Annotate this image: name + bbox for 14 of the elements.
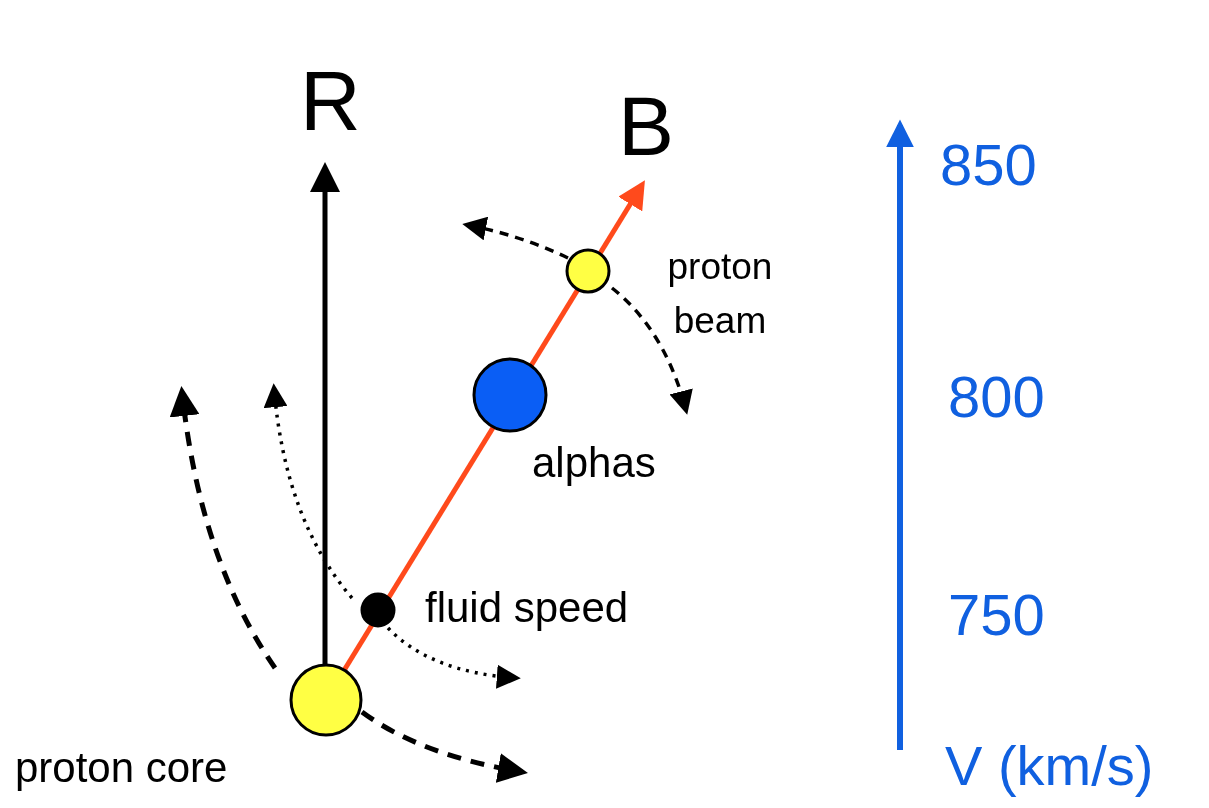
- tick-label: 750: [948, 583, 1045, 647]
- particle-label: alphas: [532, 440, 656, 487]
- vector-label: B: [618, 80, 675, 173]
- axis-label: V (km/s): [945, 735, 1154, 797]
- tick-label: 850: [940, 133, 1037, 197]
- particle-label: fluid speed: [425, 585, 629, 632]
- particle-label: proton beam: [666, 245, 774, 343]
- fluid-speed-dot: [360, 592, 396, 628]
- alphas-circle: [472, 357, 548, 433]
- proton-beam-circle: [565, 248, 611, 294]
- proton-core-circle: [289, 663, 363, 737]
- tick-label: 800: [948, 365, 1045, 429]
- particle-label: proton core: [15, 745, 228, 792]
- vector-label: R: [300, 55, 361, 148]
